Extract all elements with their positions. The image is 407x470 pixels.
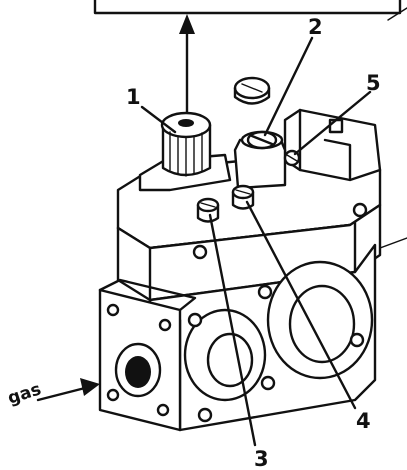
cable bbox=[379, 237, 407, 249]
gas-label: gas bbox=[5, 379, 43, 408]
loose-cap bbox=[233, 76, 271, 105]
screw-2 bbox=[246, 130, 278, 150]
gas-inlet-arrow: gas bbox=[5, 378, 100, 409]
screw-3 bbox=[196, 197, 220, 223]
leader-5 bbox=[293, 90, 372, 156]
leader-1 bbox=[140, 105, 177, 134]
callout-3: 3 bbox=[254, 447, 269, 470]
callout-4: 4 bbox=[356, 409, 371, 433]
leader-2 bbox=[263, 36, 314, 137]
callout-1: 1 bbox=[126, 85, 141, 109]
top-frame bbox=[93, 0, 402, 15]
leader-4 bbox=[245, 200, 357, 410]
knob-1 bbox=[160, 111, 212, 177]
screw-4 bbox=[231, 184, 255, 210]
head-screw bbox=[352, 202, 368, 218]
callout-2: 2 bbox=[308, 15, 323, 39]
up-arrow-head bbox=[179, 14, 195, 34]
cable-top bbox=[387, 7, 407, 21]
leader-3 bbox=[208, 213, 257, 447]
callout-5: 5 bbox=[366, 71, 381, 95]
inlet-flange bbox=[98, 278, 197, 432]
head-screw bbox=[192, 244, 208, 260]
